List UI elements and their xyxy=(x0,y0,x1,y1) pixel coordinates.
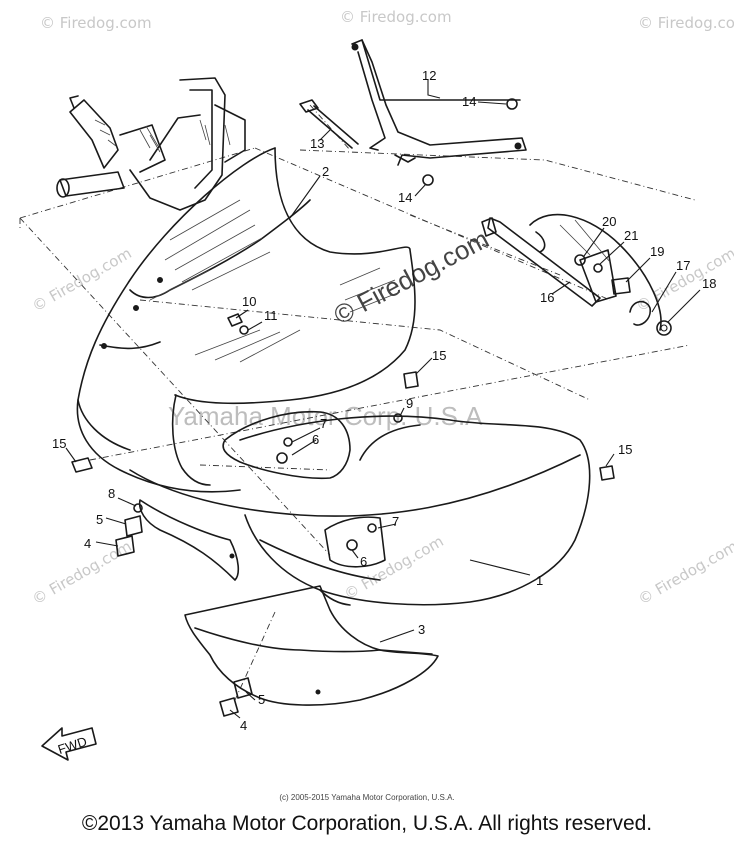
under-cowling-3 xyxy=(184,585,439,706)
screw-15-right xyxy=(599,465,615,481)
callout-6-lower: 6 xyxy=(360,554,367,569)
callout-7-upper: 7 xyxy=(320,416,327,431)
callout-20: 20 xyxy=(602,214,616,229)
callout-17: 17 xyxy=(676,258,690,273)
callout-14-upper: 14 xyxy=(462,94,476,109)
leader-lines xyxy=(65,80,701,719)
callout-3: 3 xyxy=(418,622,425,637)
watermark-top-left: © Firedog.com xyxy=(40,14,152,32)
small-copyright: (c) 2005-2015 Yamaha Motor Corporation, … xyxy=(279,793,455,802)
copyright-footer: ©2013 Yamaha Motor Corporation, U.S.A. A… xyxy=(81,812,653,835)
nut-20 xyxy=(574,254,586,266)
callout-13: 13 xyxy=(310,136,324,151)
callout-15-left: 15 xyxy=(52,436,66,451)
callout-10: 10 xyxy=(242,294,256,309)
frame-head-tube xyxy=(56,77,246,211)
mirror-assembly-16 xyxy=(481,213,672,336)
callout-19: 19 xyxy=(650,244,664,259)
callout-14-lower: 14 xyxy=(398,190,412,205)
screw-15-upper xyxy=(403,371,419,389)
callout-5-lower: 5 xyxy=(258,692,265,707)
bolt-13 xyxy=(299,99,359,149)
collar-4-lower xyxy=(219,697,239,717)
callout-11: 11 xyxy=(264,308,278,323)
callout-2: 2 xyxy=(322,164,329,179)
nut-14-upper xyxy=(506,98,518,110)
collar-4-upper xyxy=(115,535,135,557)
washer-11 xyxy=(239,325,249,335)
callout-4-upper: 4 xyxy=(84,536,91,551)
callout-6-upper: 6 xyxy=(312,432,319,447)
callout-15-right: 15 xyxy=(618,442,632,457)
callout-18: 18 xyxy=(702,276,716,291)
callout-1: 1 xyxy=(536,573,543,588)
bolt-5-upper xyxy=(124,515,143,537)
watermark-mid-left: © Firedog.com xyxy=(29,244,135,315)
callout-15-upper: 15 xyxy=(432,348,446,363)
callout-4-lower: 4 xyxy=(240,718,247,733)
callout-16: 16 xyxy=(540,290,554,305)
fwd-arrow: FWD xyxy=(41,727,97,761)
watermark-corp-center: Yamaha Motor Corp. U.S.A xyxy=(168,401,483,431)
grommet-19 xyxy=(611,277,631,295)
watermark-low-left: © Firedog.com xyxy=(29,537,135,608)
fairing-exploded-view: © Firedog.com © Firedog.com © Firedog.co… xyxy=(19,8,734,761)
damper-17 xyxy=(629,300,651,326)
washer-21 xyxy=(593,263,603,273)
nut-10 xyxy=(227,313,243,327)
hardware xyxy=(71,313,615,717)
callout-9: 9 xyxy=(406,396,413,411)
callout-12: 12 xyxy=(422,68,436,83)
fairing-stay-12 xyxy=(351,39,527,166)
grommet-7-upper xyxy=(283,437,293,447)
watermark-site-center: © Firedog.com xyxy=(329,224,494,331)
watermark-top-right: © Firedog.com xyxy=(638,14,734,32)
washer-8 xyxy=(133,503,143,513)
washer-6-upper xyxy=(276,452,288,464)
washer-9 xyxy=(393,413,403,423)
fwd-label: FWD xyxy=(56,734,89,757)
callout-8: 8 xyxy=(108,486,115,501)
nut-18 xyxy=(656,320,672,336)
inner-panel xyxy=(138,499,240,581)
bolt-5-lower xyxy=(233,677,253,699)
watermark-top-center: © Firedog.com xyxy=(340,8,452,26)
callout-labels: 1 2 3 4 4 5 5 6 6 7 7 8 9 10 11 12 13 14… xyxy=(52,68,716,733)
nut-14-lower xyxy=(422,174,434,186)
watermark-low-right: © Firedog.com xyxy=(635,537,734,608)
screw-15-left xyxy=(71,457,93,473)
upper-fairing-2 xyxy=(76,147,416,493)
callout-7-lower: 7 xyxy=(392,514,399,529)
callout-21: 21 xyxy=(624,228,638,243)
callout-5-upper: 5 xyxy=(96,512,103,527)
washer-6-lower xyxy=(346,539,358,551)
grommet-7-lower xyxy=(367,523,377,533)
side-cowling-1 xyxy=(129,410,591,606)
